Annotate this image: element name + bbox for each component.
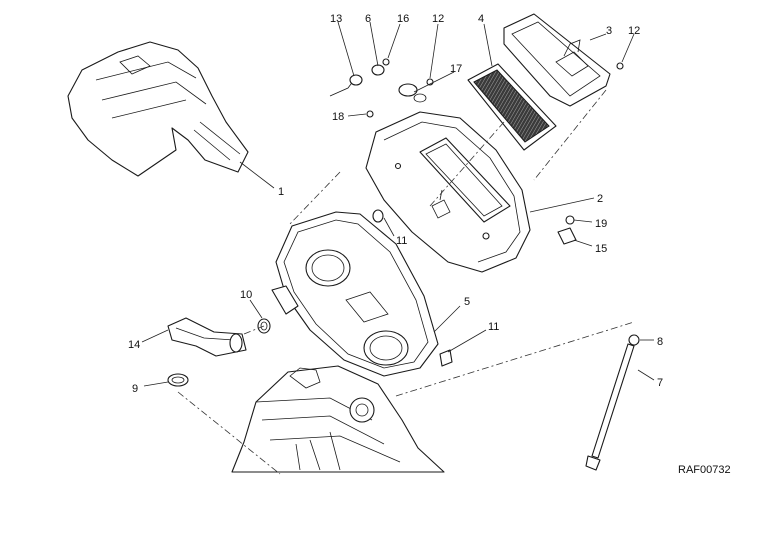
callout-7: 7 xyxy=(657,377,663,389)
callout-6: 6 xyxy=(365,13,371,25)
part-11-grommet-lower xyxy=(439,349,453,367)
part-14-intake-pipe xyxy=(167,317,247,357)
part-1-cover xyxy=(67,41,249,177)
callout-14: 14 xyxy=(128,339,140,351)
callout-9: 9 xyxy=(132,383,138,395)
callout-10: 10 xyxy=(240,289,252,301)
part-16-screw xyxy=(382,58,390,66)
part-6-fitting xyxy=(371,64,385,76)
callout-15: 15 xyxy=(595,243,607,255)
callout-3: 3 xyxy=(606,25,612,37)
leader-lines xyxy=(141,21,655,387)
part-11-grommet-upper xyxy=(372,209,384,223)
part-2-airbox-upper xyxy=(365,111,531,273)
callout-12-right: 12 xyxy=(628,25,640,37)
callout-17: 17 xyxy=(450,63,462,75)
engine-block xyxy=(231,365,445,473)
reference-code: RAF00732 xyxy=(678,464,731,476)
part-17-sensor xyxy=(398,83,427,103)
callout-8: 8 xyxy=(657,336,663,348)
callout-5: 5 xyxy=(464,296,470,308)
callout-19: 19 xyxy=(595,218,607,230)
callout-1: 1 xyxy=(278,186,284,198)
part-13-hose xyxy=(329,74,363,97)
callout-2: 2 xyxy=(597,193,603,205)
part-4-air-filter xyxy=(467,63,557,151)
assembly-axes xyxy=(177,89,635,475)
part-8-nut xyxy=(628,334,640,346)
part-18-screw xyxy=(366,110,374,118)
part-5-airbox-lower xyxy=(271,211,439,377)
part-9-hose-clamp xyxy=(167,373,189,387)
part-12-screw-right xyxy=(616,62,624,70)
callout-13: 13 xyxy=(330,13,342,25)
callout-18: 18 xyxy=(332,111,344,123)
callout-11-lower: 11 xyxy=(488,321,499,333)
callout-11-upper: 11 xyxy=(396,235,407,247)
part-3-filter-cover xyxy=(503,13,611,107)
part-7-rod xyxy=(585,343,635,471)
callout-12-left: 12 xyxy=(432,13,444,25)
part-19-screw xyxy=(565,215,575,225)
callout-16: 16 xyxy=(397,13,409,25)
callout-4: 4 xyxy=(478,13,484,25)
part-15-bracket xyxy=(557,227,577,245)
